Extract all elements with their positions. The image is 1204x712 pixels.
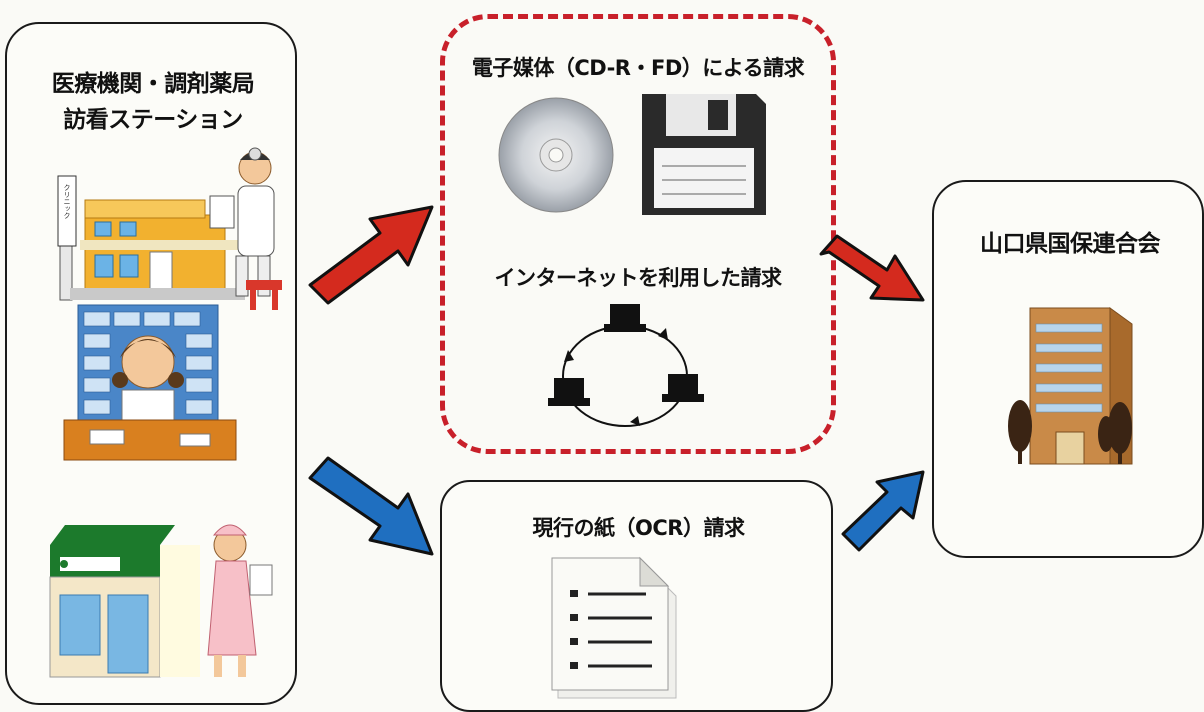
paper-claim-title: 現行の紙（OCR）請求 [532, 516, 745, 540]
cd-icon [498, 97, 614, 213]
nursing-station-illustration [49, 524, 273, 678]
paper-document-icon [551, 556, 677, 699]
electronic-claim-box [440, 14, 836, 454]
computer-top-icon [604, 304, 646, 332]
floppy-disk-icon [642, 94, 766, 215]
red-arrow-to-electronic-icon [308, 205, 434, 305]
internet-claim-label: インターネットを利用した請求 [494, 266, 783, 290]
office-building-illustration [1008, 307, 1133, 465]
blue-arrow-to-paper-icon [308, 456, 434, 556]
electronic-claim-title: 電子媒体（CD-R・FD）による請求 [471, 56, 805, 80]
computer-right-icon [662, 374, 704, 402]
pharmacist-illustration [63, 304, 237, 461]
clinic-sign-text: クリニック [63, 184, 71, 219]
clinic-doctor-illustration: クリニック [57, 147, 282, 310]
blue-arrow-to-federation-icon [841, 470, 925, 552]
medical-institutions-title-line1: 医療機関・調剤薬局 [51, 71, 255, 97]
medical-institutions-title-line2: 訪看ステーション [63, 107, 243, 133]
federation-title: 山口県国保連合会 [980, 231, 1161, 257]
computer-left-icon [548, 378, 590, 406]
network-cycle-icon [548, 304, 704, 427]
red-arrow-to-federation-icon [819, 234, 925, 302]
